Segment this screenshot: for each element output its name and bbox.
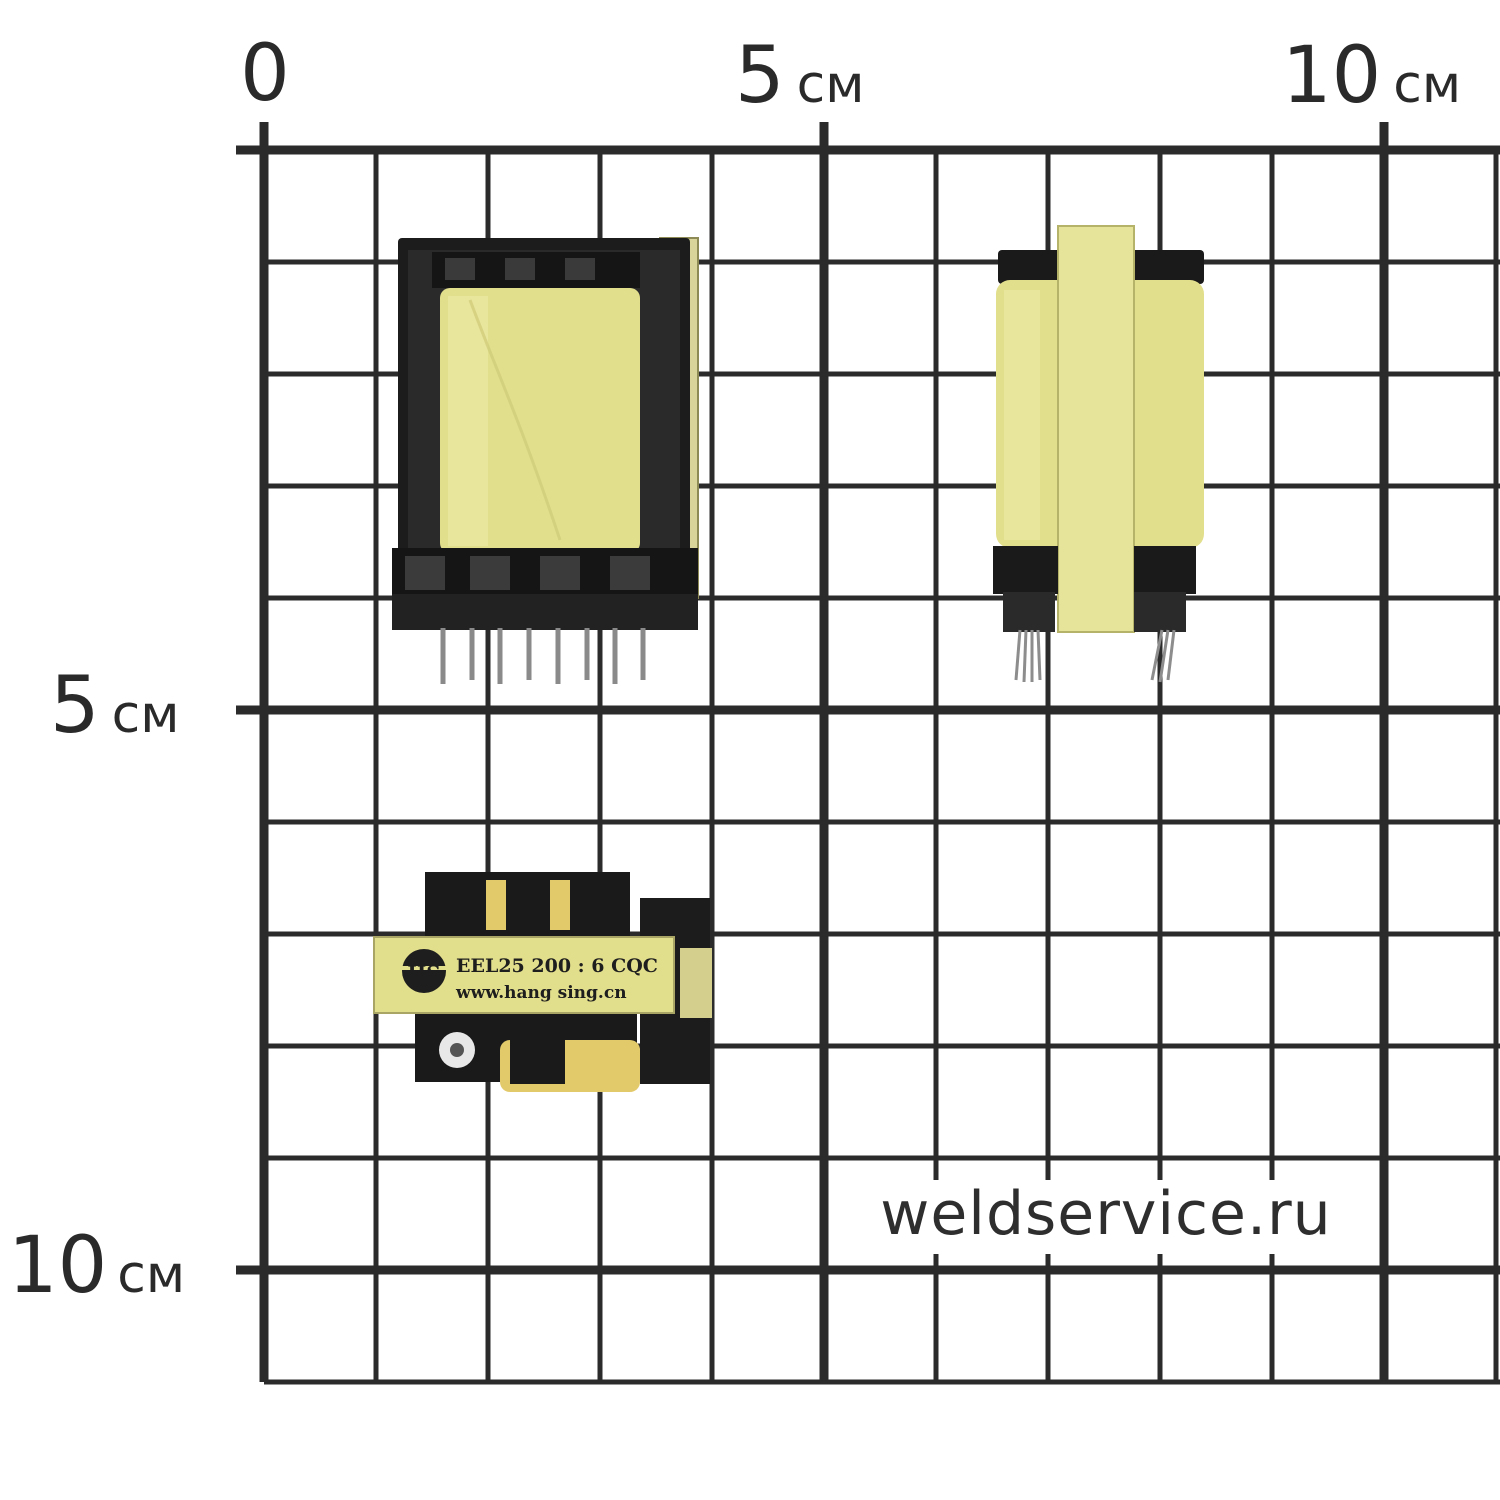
measurement-grid [236,122,1500,1385]
watermark-text: weldservice.ru [880,1179,1331,1249]
watermark-backdrop [852,1180,1360,1254]
svg-text:HS: HS [407,961,440,985]
marking-line-1: EEL25 200 : 6 CQC [456,955,658,977]
marking-line-2: www.hang sing.cn [455,983,627,1003]
transformer-front-view [392,237,699,684]
top-label-0: 0 [240,29,290,119]
transformer-side-view [993,225,1204,683]
transformer-top-view: HS EEL25 200 : 6 CQC www.hang sing.cn [373,872,712,1092]
hs-logo: HS [402,949,446,993]
